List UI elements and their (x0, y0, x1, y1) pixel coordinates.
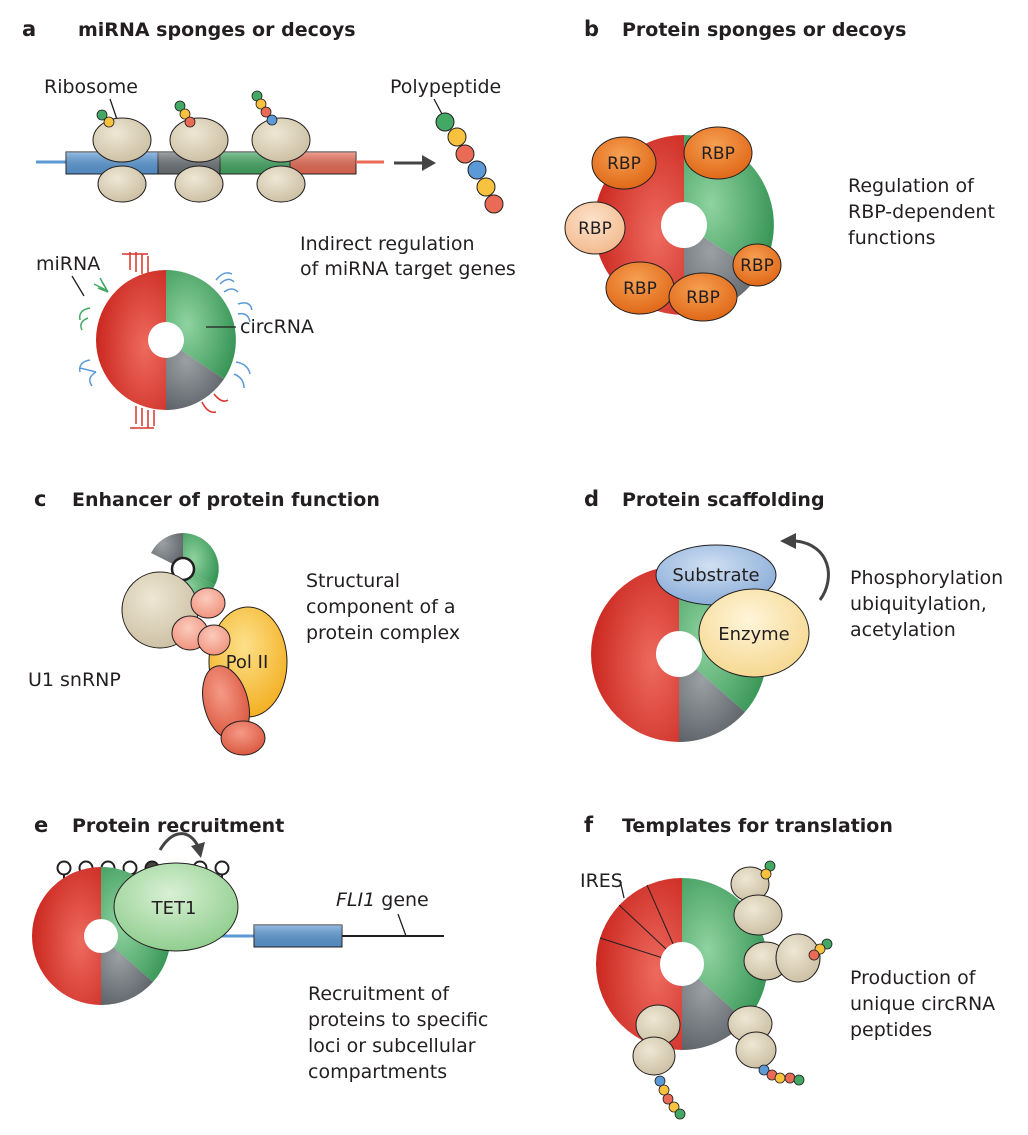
panel-d: d Protein scaffolding Substrate Enzyme P… (584, 487, 1009, 742)
panel-f-description: Production of unique circRNA peptides (850, 967, 1001, 1041)
rbp-proteins: RBP RBP RBP RBP RBP RBP (564, 126, 782, 322)
panel-c: c Enhancer of protein function Pol II U1… (28, 487, 462, 756)
panel-a-description: Indirect regulation of miRNA target gene… (300, 233, 516, 280)
ires-label: IRES (580, 870, 623, 892)
subunits-c (171, 587, 266, 756)
panel-b-title: Protein sponges or decoys (622, 19, 906, 41)
panel-b: b Protein sponges or decoys RBP RBP RBP … (564, 17, 1001, 322)
svg-text:RBP: RBP (578, 219, 612, 239)
circrna-a (78, 252, 253, 429)
enzyme-label: Enzyme (718, 624, 790, 645)
peptides-f (654, 860, 833, 1120)
nascent-chains (96, 90, 278, 128)
svg-text:RBP: RBP (740, 256, 774, 276)
substrate-label: Substrate (672, 565, 759, 586)
polypeptide-label: Polypeptide (390, 76, 501, 98)
panel-d-letter: d (584, 487, 599, 511)
u1-snrnp-label: U1 snRNP (28, 669, 121, 691)
fli1-gene-label: FLI1 gene (336, 889, 429, 911)
panel-b-letter: b (584, 17, 599, 41)
panel-c-letter: c (34, 487, 46, 511)
circrna-label: circRNA (240, 316, 314, 338)
ribosome-1 (92, 117, 152, 203)
svg-text:RBP: RBP (686, 288, 720, 308)
panel-d-description: Phosphorylation ubiquitylation, acetylat… (850, 567, 1009, 641)
panel-e-description: Recruitment of proteins to specific loci… (308, 983, 494, 1083)
svg-text:RBP: RBP (701, 144, 735, 164)
panel-c-description: Structural component of a protein comple… (306, 570, 462, 644)
panel-a-title: miRNA sponges or decoys (78, 19, 356, 41)
ribosome-2 (169, 117, 229, 203)
svg-text:RBP: RBP (623, 279, 657, 299)
tet1-shape (113, 862, 239, 952)
curved-arrow (795, 539, 830, 601)
panel-e-title: Protein recruitment (72, 815, 284, 837)
enzyme-shape (698, 588, 810, 678)
panel-f-letter: f (584, 813, 594, 837)
ribosomes-f (632, 866, 821, 1076)
svg-text:RBP: RBP (607, 154, 641, 174)
panel-c-title: Enhancer of protein function (72, 489, 380, 511)
ribosome-label: Ribosome (44, 76, 138, 98)
panel-a-letter: a (22, 17, 36, 41)
panel-e-letter: e (34, 813, 48, 837)
mirna-label: miRNA (36, 253, 100, 275)
panel-d-title: Protein scaffolding (622, 489, 825, 511)
demethylation-arrow (158, 832, 200, 851)
panel-b-description: Regulation of RBP-dependent functions (848, 175, 1001, 249)
pol2-label: Pol II (226, 652, 269, 673)
ribosome-3 (251, 117, 311, 203)
panel-e: e Protein recruitment FLI1 gene TET1 (32, 813, 494, 1083)
panel-a: a miRNA sponges or decoys Ribosome (22, 17, 516, 429)
polypeptide (435, 112, 504, 214)
panel-f: f Templates for translation IRES (580, 813, 1001, 1120)
panel-f-title: Templates for translation (622, 815, 893, 837)
tet1-label: TET1 (151, 898, 197, 919)
